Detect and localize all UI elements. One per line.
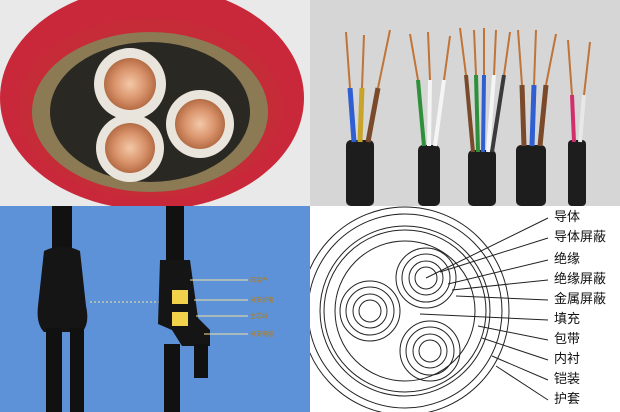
label-insulation: 绝缘 <box>554 252 581 267</box>
label-filler: 填充 <box>554 312 581 327</box>
label-branch-sheath: 分支护套 <box>250 297 275 304</box>
red-sheathed-3-core-cable-icon <box>0 0 304 206</box>
multi-core-wires-photo <box>310 0 620 206</box>
label-insulation-shield: 绝缘屏蔽 <box>554 272 607 287</box>
branch-cable-diagram: 压接件 分支护套 主芯线 分支电缆 <box>0 206 310 412</box>
cable-cross-section-diagram: 导体 导体屏蔽 绝缘 绝缘屏蔽 金属屏蔽 填充 包带 内衬 铠装 护套 <box>310 206 620 412</box>
multi-core-wires-icon <box>345 27 591 206</box>
label-wrapping-tape: 包带 <box>554 332 581 347</box>
label-inner-lining: 内衬 <box>554 352 581 367</box>
cable-cross-section-photo <box>0 0 310 206</box>
cross-section-rings <box>310 206 549 412</box>
label-branch-cable: 分支电缆 <box>250 331 275 338</box>
label-main-core: 主芯线 <box>250 313 269 320</box>
label-conductor-shield: 导体屏蔽 <box>554 230 607 245</box>
label-crimp-fitting: 压接件 <box>250 277 269 284</box>
label-conductor: 导体 <box>554 210 581 225</box>
label-armor: 铠装 <box>554 372 581 387</box>
label-outer-sheath: 护套 <box>554 392 581 407</box>
label-metal-shield: 金属屏蔽 <box>554 292 607 307</box>
branch-cable-joint-icon <box>37 206 248 412</box>
